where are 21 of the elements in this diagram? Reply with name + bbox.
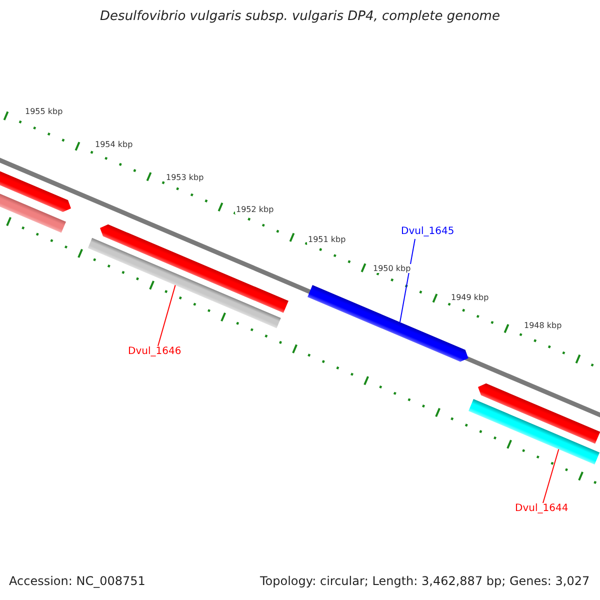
leader-line <box>400 238 416 323</box>
footer-text: Accession: NC_008751 <box>9 574 146 588</box>
position-label: 1948 kbp <box>523 321 563 330</box>
gene-feature <box>468 399 600 464</box>
position-label: 1954 kbp <box>94 140 134 149</box>
gene-label: Dvul_1645 <box>401 226 454 237</box>
footer-text: Topology: circular; Length: 3,462,887 bp; Genes: 3,027 <box>260 574 590 588</box>
gene-label: Dvul_1646 <box>128 346 182 357</box>
leader-line <box>542 448 560 504</box>
position-label: 1955 kbp <box>24 107 64 116</box>
title: Desulfovibrio vulgaris subsp. vulgaris DP4, complete genome <box>99 9 501 24</box>
gene-feature <box>478 383 600 444</box>
gene-feature <box>100 224 288 313</box>
position-label: 1950 kbp <box>372 264 412 273</box>
leader-line <box>158 284 176 346</box>
position-label: 1949 kbp <box>450 293 490 302</box>
gene-feature <box>88 238 281 328</box>
gene-label: Dvul_1644 <box>515 503 568 514</box>
position-label: 1951 kbp <box>307 235 347 244</box>
position-label: 1953 kbp <box>165 173 205 182</box>
position-label: 1952 kbp <box>235 205 275 214</box>
